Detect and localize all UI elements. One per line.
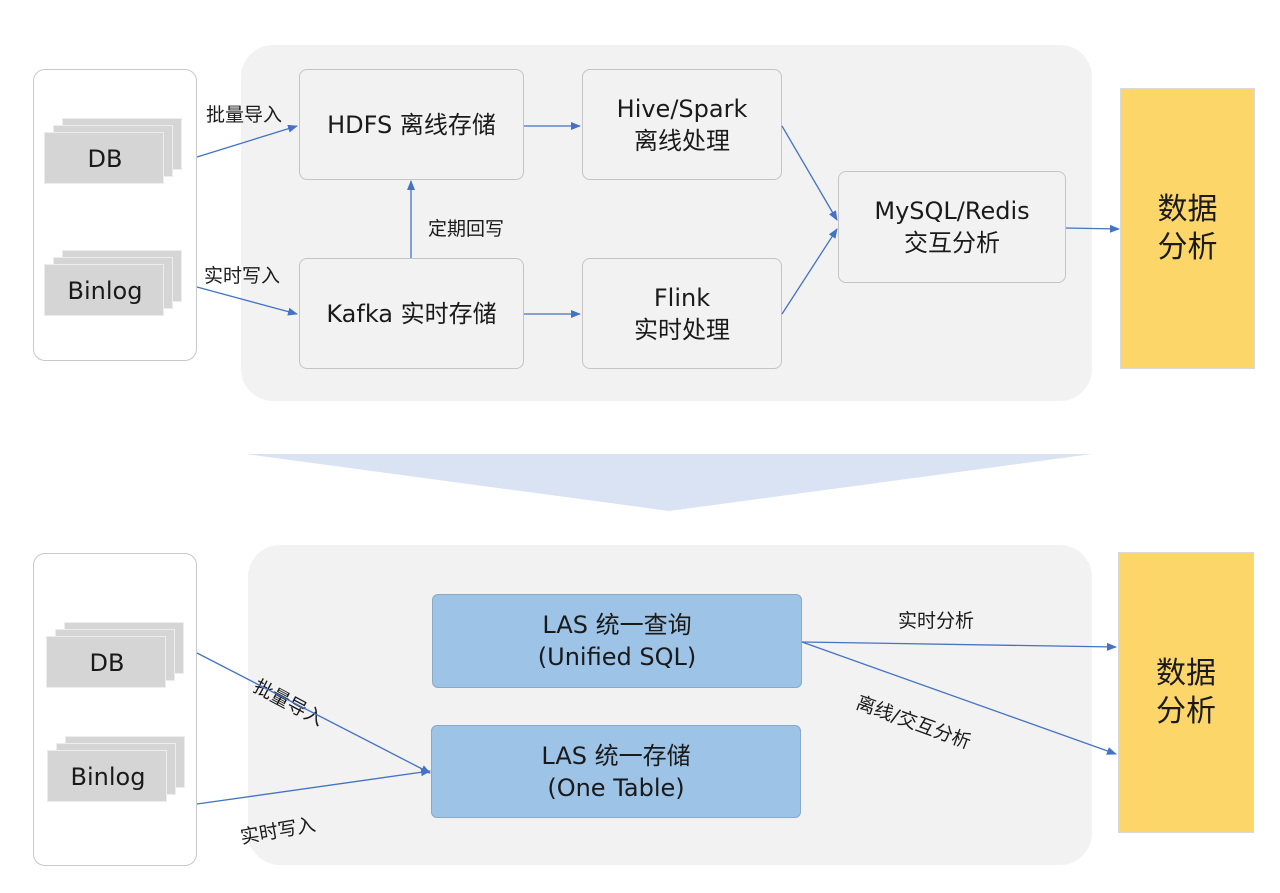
bottom-db-label: DB bbox=[89, 649, 125, 677]
bottom-binlog-label: Binlog bbox=[70, 763, 146, 791]
top-target-line2: 分析 bbox=[1157, 229, 1218, 265]
hdfs-label: HDFS 离线存储 bbox=[327, 110, 496, 139]
bottom-data-analysis: 数据 分析 bbox=[1118, 552, 1254, 833]
top-source-panel bbox=[33, 69, 197, 361]
top-binlog-label: Binlog bbox=[67, 277, 143, 305]
hive-label-line2: 离线处理 bbox=[634, 126, 730, 155]
kafka-realtime-storage: Kafka 实时存储 bbox=[299, 258, 524, 369]
realtime-analysis-label: 实时分析 bbox=[898, 610, 975, 632]
top-realtime-write-label: 实时写入 bbox=[204, 265, 281, 287]
flink-label-line2: 实时处理 bbox=[634, 315, 730, 344]
flink-processing: Flink 实时处理 bbox=[582, 258, 782, 369]
mysql-label-line2: 交互分析 bbox=[904, 229, 1000, 257]
mysql-label-line1: MySQL/Redis bbox=[874, 197, 1030, 225]
las-unified-storage: LAS 统一存储 (One Table) bbox=[431, 725, 801, 818]
kafka-label: Kafka 实时存储 bbox=[326, 299, 497, 328]
hdfs-offline-storage: HDFS 离线存储 bbox=[299, 69, 524, 180]
storage-label-line1: LAS 统一存储 bbox=[541, 741, 691, 770]
bottom-target-line1: 数据 bbox=[1156, 655, 1216, 691]
top-data-analysis: 数据 分析 bbox=[1120, 88, 1255, 369]
query-label-line2: (Unified SQL) bbox=[537, 643, 697, 671]
flink-label-line1: Flink bbox=[653, 283, 711, 312]
mysql-redis-analysis: MySQL/Redis 交互分析 bbox=[838, 171, 1066, 283]
query-label-line1: LAS 统一查询 bbox=[542, 611, 692, 639]
hive-spark-processing: Hive/Spark 离线处理 bbox=[582, 69, 782, 180]
bottom-target-line2: 分析 bbox=[1156, 693, 1216, 729]
periodic-writeback-label: 定期回写 bbox=[428, 218, 505, 240]
bottom-source-panel bbox=[33, 553, 197, 866]
las-unified-query: LAS 统一查询 (Unified SQL) bbox=[432, 594, 802, 688]
storage-label-line2: (One Table) bbox=[547, 773, 685, 802]
top-batch-import-label: 批量导入 bbox=[206, 104, 283, 126]
hive-label-line1: Hive/Spark bbox=[616, 94, 748, 123]
top-target-line1: 数据 bbox=[1157, 191, 1218, 227]
top-db-label: DB bbox=[87, 145, 123, 173]
